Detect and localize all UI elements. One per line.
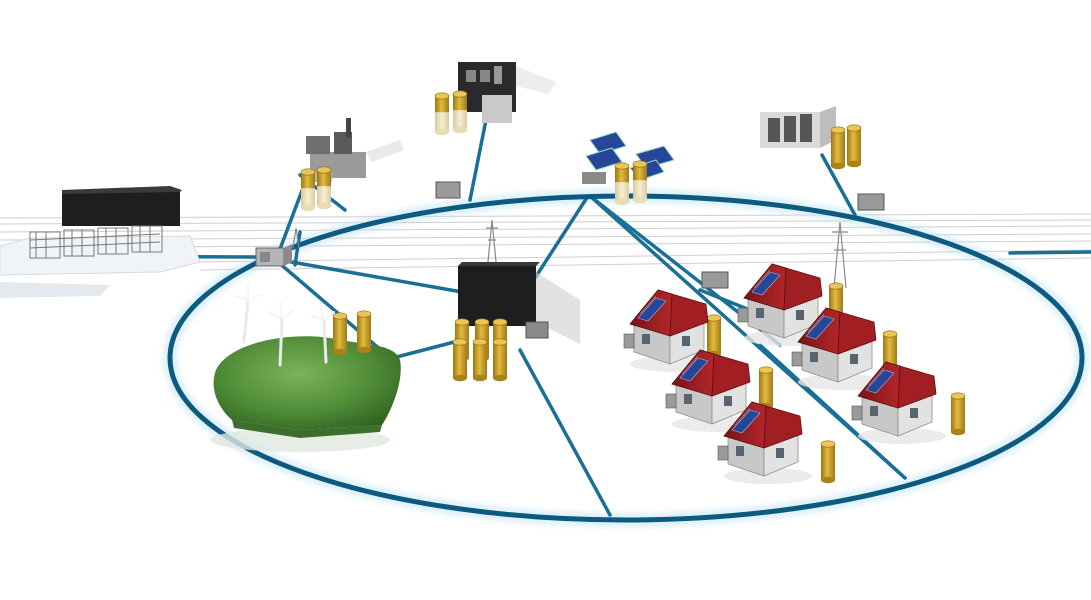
house-icon xyxy=(851,361,946,444)
solar-panel-icon xyxy=(637,295,667,322)
switch-box-icon xyxy=(255,244,292,267)
link-interconnect-windfarm xyxy=(276,260,397,364)
pylon-icon xyxy=(292,227,300,249)
link-right-plant xyxy=(820,153,857,217)
battery-icon xyxy=(472,338,488,382)
solar-panel-icon xyxy=(679,355,709,382)
battery-icon xyxy=(950,392,966,436)
battery-icon xyxy=(492,338,508,382)
battery-icon xyxy=(614,162,630,206)
substation-icon xyxy=(0,186,201,298)
solar-panel-icon xyxy=(751,269,781,296)
battery-icon xyxy=(452,90,468,134)
control-building-icon xyxy=(458,262,580,344)
battery-icon xyxy=(846,124,862,168)
switch-box-icon xyxy=(857,193,885,211)
solar-panel-icon xyxy=(805,313,835,340)
link-interconnect-ring xyxy=(293,230,302,267)
solar-panel-icon xyxy=(865,367,895,394)
battery-bank-group xyxy=(300,90,966,484)
wind-turbine-icon xyxy=(210,283,401,452)
link-solar-hub xyxy=(533,194,590,280)
battery-icon xyxy=(452,338,468,382)
factory-icon xyxy=(458,62,556,123)
house-icon xyxy=(791,307,886,390)
battery-icon xyxy=(300,168,316,212)
house-icon xyxy=(717,401,812,484)
battery-icon xyxy=(706,314,722,358)
switch-box-icon xyxy=(701,271,729,289)
battery-icon xyxy=(632,160,648,204)
battery-icon xyxy=(830,126,846,170)
battery-icon xyxy=(332,312,348,356)
battery-icon xyxy=(758,366,774,410)
switch-box-icon xyxy=(435,181,461,199)
link-houses-internal-b xyxy=(758,343,907,480)
link-controller-south xyxy=(518,348,612,517)
battery-icon xyxy=(820,440,836,484)
link-interconnect-controller xyxy=(278,258,464,294)
battery-icon xyxy=(356,310,372,354)
pylon-icon xyxy=(832,221,848,289)
pylon-icon xyxy=(486,219,498,263)
battery-icon xyxy=(882,330,898,374)
battery-icon xyxy=(434,92,450,136)
industrial-pipes-icon xyxy=(760,106,836,148)
solar-panel-icon xyxy=(731,407,761,434)
residential-cluster xyxy=(623,263,946,484)
link-right-grid xyxy=(1008,250,1091,255)
link-top-plant xyxy=(468,108,490,202)
battery-icon xyxy=(316,166,332,210)
